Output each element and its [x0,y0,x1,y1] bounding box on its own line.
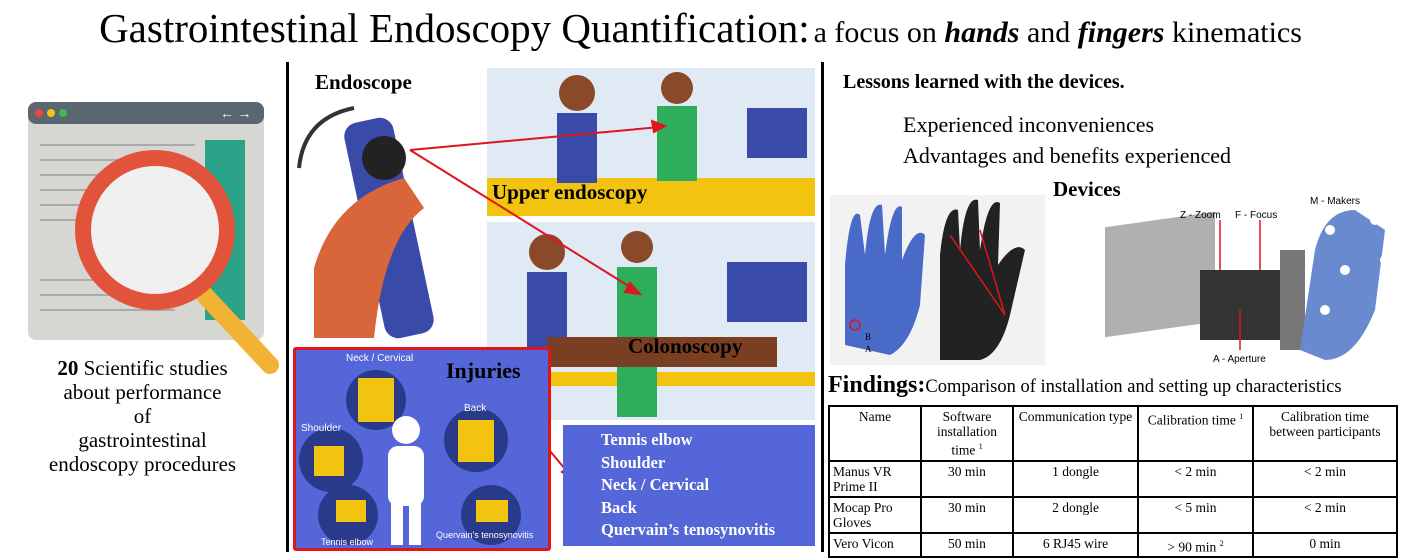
injuries-list: Tennis elbow Shoulder Neck / Cervical Ba… [563,425,815,546]
svg-text:M - Makers: M - Makers [1310,196,1360,207]
glove-devices-image: BA [830,195,1045,365]
svg-text:← →: ← → [220,107,252,122]
injuries-diagram: Neck / Cervical Shoulder Back Tennis elb… [293,347,551,551]
list-item: Advantages and benefits experienced [903,143,1232,168]
divider-right [821,62,824,552]
camera-hand-image: Z - Zoom F - Focus A - Aperture M - Make… [1105,196,1390,365]
svg-text:A: A [865,344,872,354]
quervain-label: Quervain's tenosynovitis [436,530,534,540]
lessons-title: Lessons learned with the devices. [843,71,1125,93]
svg-text:Z - Zoom: Z - Zoom [1180,210,1221,221]
list-item: Tennis elbow [601,430,693,449]
svg-text:A - Aperture: A - Aperture [1213,354,1266,365]
neck-label: Neck / Cervical [346,353,414,364]
browser-magnifier-icon: ← → [28,102,279,374]
lessons-list: Experienced inconveniences Advantages an… [903,109,1231,171]
comparison-table: Name Software installation time 1 Commun… [828,405,1398,558]
devices-label: Devices [1053,177,1121,201]
list-item: Experienced inconveniences [903,112,1155,137]
shoulder-label: Shoulder [301,423,342,434]
injuries-label: Injuries [446,358,521,383]
divider-left [286,62,289,552]
findings-heading: Findings:Comparison of installation and … [828,372,1342,398]
svg-text:F - Focus: F - Focus [1235,210,1277,221]
elbow-label: Tennis elbow [321,537,374,547]
colonoscopy-label: Colonoscopy [628,334,743,358]
svg-text:B: B [865,332,871,342]
list-item: Neck / Cervical [601,475,710,494]
upper-endoscopy-label: Upper endoscopy [492,180,648,204]
list-item: Back [601,497,637,517]
endoscope-image [297,106,434,339]
list-item: Shoulder [601,452,666,472]
endoscope-label: Endoscope [315,70,412,94]
list-item: Quervain’s tenosynovitis [601,520,776,539]
page-title: Gastrointestinal Endoscopy Quantificatio… [99,5,1302,51]
back-label: Back [464,403,487,414]
